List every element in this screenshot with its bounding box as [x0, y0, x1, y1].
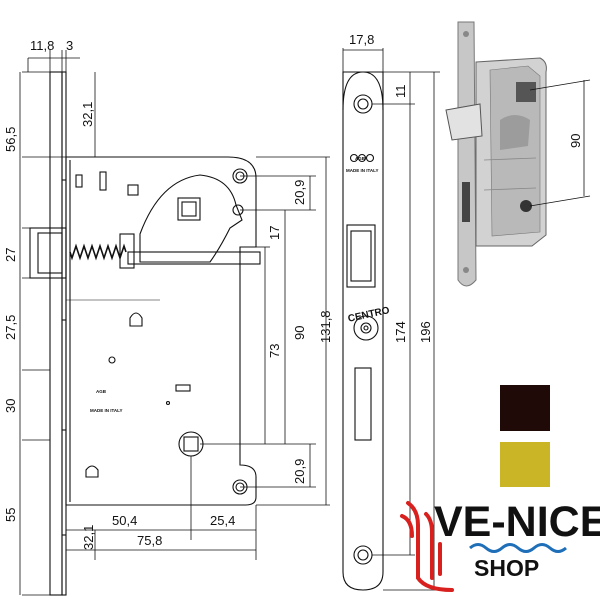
handle-spindle-hole — [177, 197, 201, 221]
photo-faceplate — [457, 21, 477, 287]
faceplate-view — [342, 71, 384, 591]
left-dimension-lines — [19, 50, 330, 596]
dim-width-11-8: 11,8 — [30, 38, 54, 53]
dim-hole-20-9: 20,9 — [292, 180, 307, 205]
dim-left-27-5: 27,5 — [3, 315, 18, 340]
venice-shop-logo: VE-NICE SHOP — [400, 498, 600, 592]
faceplate-dimension-lines — [342, 48, 440, 591]
gondola-mark-icon — [400, 501, 454, 592]
faceplate-bottom-hole — [353, 545, 373, 565]
centro-label: CENTRO — [347, 305, 391, 325]
dim-key-25-4: 25,4 — [210, 513, 235, 528]
case-brand-label: AGB — [96, 389, 107, 394]
follower-lever — [139, 174, 243, 263]
latch-opening — [346, 224, 376, 288]
dim-backset-50-4: 50,4 — [112, 513, 137, 528]
wave-icon — [469, 543, 567, 553]
dim-photo-90: 90 — [568, 134, 583, 148]
logo-shop-text: SHOP — [474, 555, 539, 581]
logo-main-text: VE-NICE — [434, 498, 600, 546]
faceplate-outline — [342, 71, 384, 591]
latch-rail — [127, 251, 261, 265]
latch-bolt — [29, 227, 67, 279]
key-cylinder-hole — [178, 431, 204, 457]
bolt-opening — [354, 367, 372, 441]
dim-left-55: 55 — [3, 508, 18, 522]
dim-inner-32-1: 32,1 — [80, 102, 95, 127]
photo-latch — [445, 103, 483, 141]
dim-left-30: 30 — [3, 399, 18, 413]
dim-73: 73 — [267, 344, 282, 358]
product-photo — [445, 21, 547, 287]
dim-faceplate-hole-11: 11 — [393, 85, 408, 99]
dim-latch-17: 17 — [267, 226, 282, 240]
dim-left-56-5: 56,5 — [3, 127, 18, 152]
photo-dimension-lines — [529, 79, 591, 207]
dim-faceplate-17-8: 17,8 — [349, 32, 374, 47]
case-body — [65, 156, 257, 506]
centro-screw — [353, 315, 379, 341]
faceplate-top-hole — [353, 94, 373, 114]
dim-bottom-32-1: 32,1 — [81, 525, 96, 550]
faceplate-made-in-label: MADE IN ITALY — [346, 168, 379, 173]
forend-strip — [49, 71, 63, 596]
dim-total-196: 196 — [418, 321, 433, 343]
dim-depth-75-8: 75,8 — [137, 533, 162, 548]
latch-spring — [69, 243, 127, 261]
dim-left-27: 27 — [3, 248, 18, 262]
dim-width-3: 3 — [66, 38, 73, 53]
case-made-in-label: MADE IN ITALY — [90, 408, 123, 413]
dim-bottom-20-9: 20,9 — [292, 459, 307, 484]
finish-swatch-dark — [500, 385, 550, 431]
faceplate-brand-label: AGB — [355, 156, 366, 161]
dim-90: 90 — [292, 326, 307, 340]
dim-screw-174: 174 — [393, 321, 408, 343]
dim-case-131-8: 131,8 — [318, 310, 333, 343]
forend-inner — [61, 71, 67, 596]
finish-swatch-gold — [500, 442, 550, 487]
